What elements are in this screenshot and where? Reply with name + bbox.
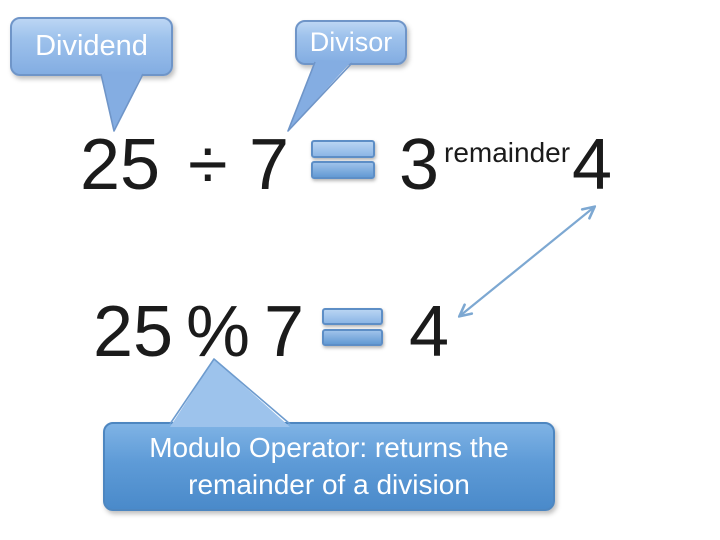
dividend-callout: Dividend: [10, 17, 173, 76]
modulo-dividend-value: 25: [93, 292, 174, 372]
divisor-callout: Divisor: [295, 20, 407, 65]
modulo-callout: Modulo Operator: returns the remainder o…: [103, 422, 555, 511]
modulo-result-value: 4: [409, 292, 450, 372]
division-divisor-value: 7: [249, 125, 290, 205]
remainder-label: remainder: [444, 137, 571, 168]
divisor-callout-tail: [287, 60, 353, 132]
equals-bar-top: [311, 140, 375, 158]
equals-bar-bottom: [322, 329, 383, 346]
equals-bar-top: [322, 308, 383, 325]
division-remainder-value: 4: [572, 125, 613, 205]
modulo-operator: %: [186, 292, 251, 372]
double-arrow-icon: [461, 208, 593, 315]
division-dividend-value: 25: [80, 125, 161, 205]
equals-icon: [311, 140, 375, 179]
equals-icon: [322, 308, 383, 346]
modulo-divisor-value: 7: [264, 292, 305, 372]
modulo-callout-label: Modulo Operator: returns the remainder o…: [149, 432, 509, 500]
dividend-callout-tail: [100, 72, 144, 132]
dividend-callout-label: Dividend: [35, 30, 148, 62]
equals-bar-bottom: [311, 161, 375, 179]
division-quotient-value: 3: [399, 125, 440, 205]
divisor-callout-label: Divisor: [309, 27, 393, 57]
division-operator: ÷: [188, 125, 228, 205]
